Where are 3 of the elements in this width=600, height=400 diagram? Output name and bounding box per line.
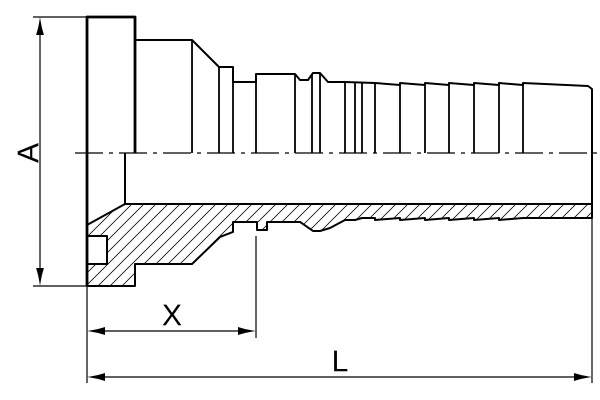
dimension-label: X xyxy=(162,304,182,326)
dimension-label: A xyxy=(18,143,38,163)
dimension-label: L xyxy=(334,350,348,372)
